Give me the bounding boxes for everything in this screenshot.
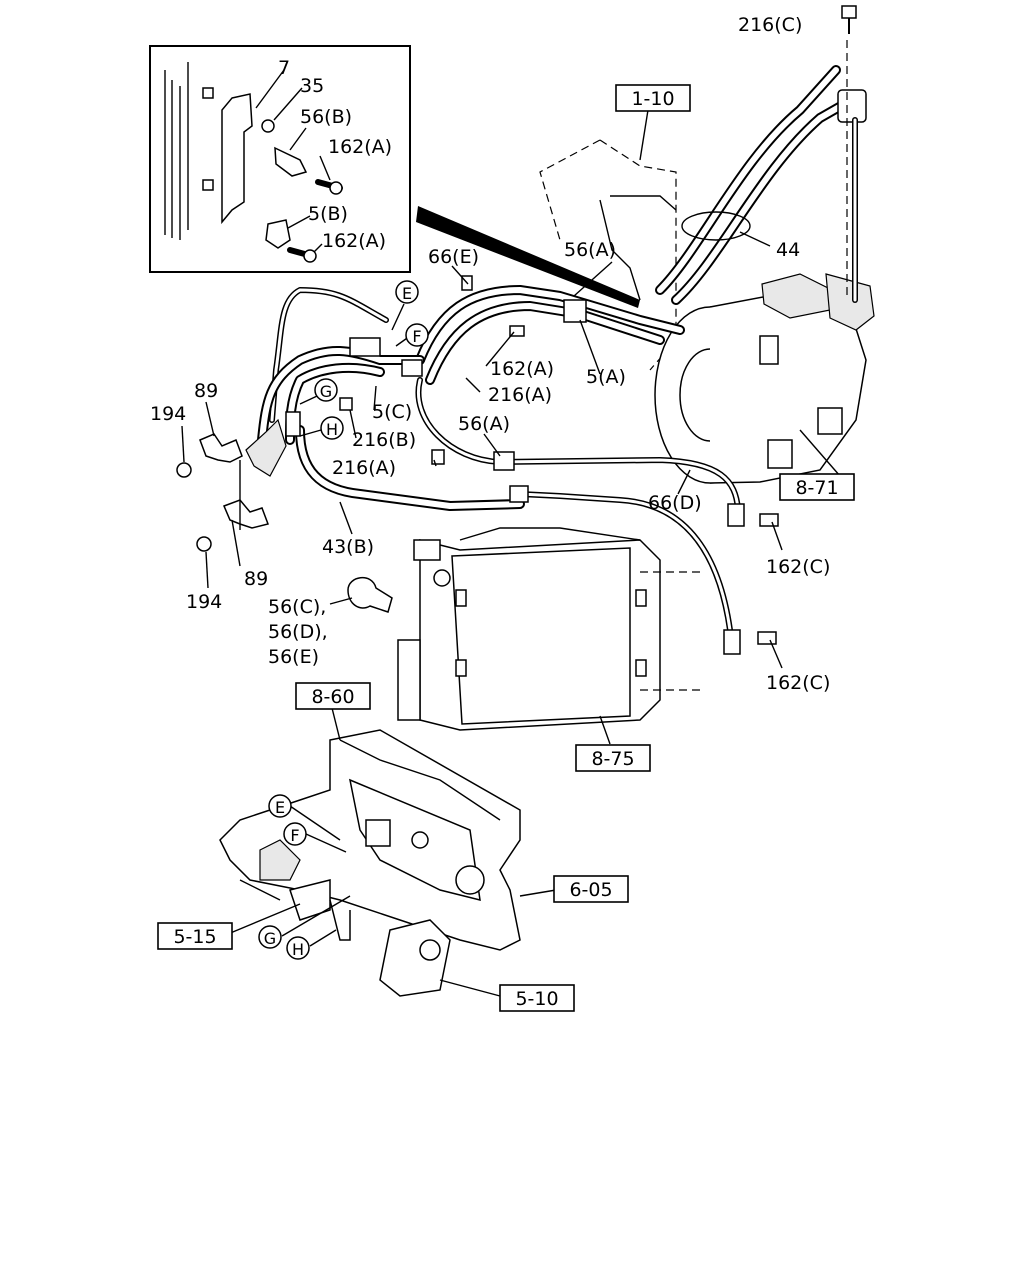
inset-nut — [261, 119, 275, 133]
hose-band-44 — [681, 211, 751, 241]
ref-5-15-label: 5-15 — [173, 926, 216, 948]
clamp-56cde — [347, 577, 393, 613]
callout-66d: 66(D) — [648, 492, 702, 514]
callout-44: 44 — [776, 239, 800, 261]
callout-162a-main: 162(A) — [490, 358, 554, 380]
compressor — [654, 273, 875, 484]
callout-56a-lower: 56(A) — [458, 413, 510, 435]
inset-clip — [265, 219, 291, 249]
callout-43b: 43(B) — [322, 536, 374, 558]
marker-g-upper: G — [314, 378, 338, 402]
detail-pointer-band — [416, 206, 640, 308]
svg-text:F: F — [412, 327, 421, 346]
bolt-216c — [841, 5, 857, 34]
ref-5-10[interactable]: 5-10 — [499, 984, 575, 1012]
inset-bracket — [221, 93, 253, 225]
hose-66e — [415, 285, 685, 385]
svg-text:E: E — [402, 284, 412, 303]
leader-lines — [181, 109, 783, 997]
marker-h-lower: H — [286, 936, 310, 960]
ref-5-10-label: 5-10 — [515, 988, 558, 1010]
callout-66e: 66(E) — [428, 246, 479, 268]
callout-194-lower: 194 — [186, 591, 222, 613]
part-callouts: 216(C) 7 35 56(B) 162(A) 5(B) 162(A) 44 … — [150, 14, 830, 694]
inset-clamp — [274, 146, 308, 177]
connection-markers: E F G H E F G H — [258, 280, 429, 960]
svg-text:H: H — [326, 420, 338, 439]
ref-1-10[interactable]: 1-10 — [615, 84, 691, 112]
ref-5-15[interactable]: 5-15 — [157, 922, 233, 950]
svg-text:F: F — [290, 826, 299, 845]
callout-216b: 216(B) — [352, 429, 416, 451]
condenser — [397, 527, 700, 731]
callout-7: 7 — [278, 57, 290, 79]
svg-text:H: H — [292, 940, 304, 959]
callout-5a: 5(A) — [586, 366, 626, 388]
chassis-frame — [219, 729, 521, 997]
marker-f-lower: F — [283, 822, 307, 846]
callout-162a-inset-1: 162(A) — [328, 136, 392, 158]
callout-35: 35 — [300, 75, 324, 97]
ref-1-10-label: 1-10 — [631, 88, 674, 110]
callout-5c: 5(C) — [372, 401, 412, 423]
marker-e-upper: E — [395, 280, 419, 304]
ref-6-05[interactable]: 6-05 — [553, 875, 629, 903]
svg-text:E: E — [275, 798, 285, 817]
ref-8-71[interactable]: 8-71 — [779, 473, 855, 501]
hose-fitting — [837, 89, 867, 123]
callout-216c: 216(C) — [738, 14, 802, 36]
callout-5b: 5(B) — [308, 203, 348, 225]
ref-8-60-label: 8-60 — [311, 686, 354, 708]
marker-h-upper: H — [320, 416, 344, 440]
callout-89-upper: 89 — [194, 380, 218, 402]
discharge-suction-hoses — [655, 40, 867, 305]
callout-216a-lower: 216(A) — [332, 457, 396, 479]
hose-43b — [295, 425, 741, 655]
callout-89-lower: 89 — [244, 568, 268, 590]
svg-text:G: G — [320, 382, 332, 401]
clips-89-194 — [176, 418, 287, 552]
inset-frame — [149, 45, 411, 273]
ref-6-05-label: 6-05 — [569, 879, 612, 901]
ref-8-71-label: 8-71 — [795, 477, 838, 499]
callout-56d: 56(D), — [268, 621, 328, 643]
marker-f-upper: F — [405, 323, 429, 347]
callout-56a-upper: 56(A) — [564, 239, 616, 261]
marker-g-lower: G — [258, 925, 282, 949]
callout-194-upper: 194 — [150, 403, 186, 425]
ref-8-60[interactable]: 8-60 — [295, 682, 371, 710]
callout-56c: 56(C), — [268, 596, 326, 618]
marker-e-lower: E — [268, 794, 292, 818]
callout-56e: 56(E) — [268, 646, 319, 668]
callout-162a-inset-2: 162(A) — [322, 230, 386, 252]
callout-56b: 56(B) — [300, 106, 352, 128]
hose-hardware — [285, 275, 779, 645]
ref-8-75-label: 8-75 — [591, 748, 634, 770]
callout-162c-lower: 162(C) — [766, 672, 830, 694]
callout-216a-upper: 216(A) — [488, 384, 552, 406]
callout-162c-upper: 162(C) — [766, 556, 830, 578]
ref-8-75[interactable]: 8-75 — [575, 744, 651, 772]
svg-text:G: G — [264, 929, 276, 948]
inset-detail — [149, 45, 411, 273]
